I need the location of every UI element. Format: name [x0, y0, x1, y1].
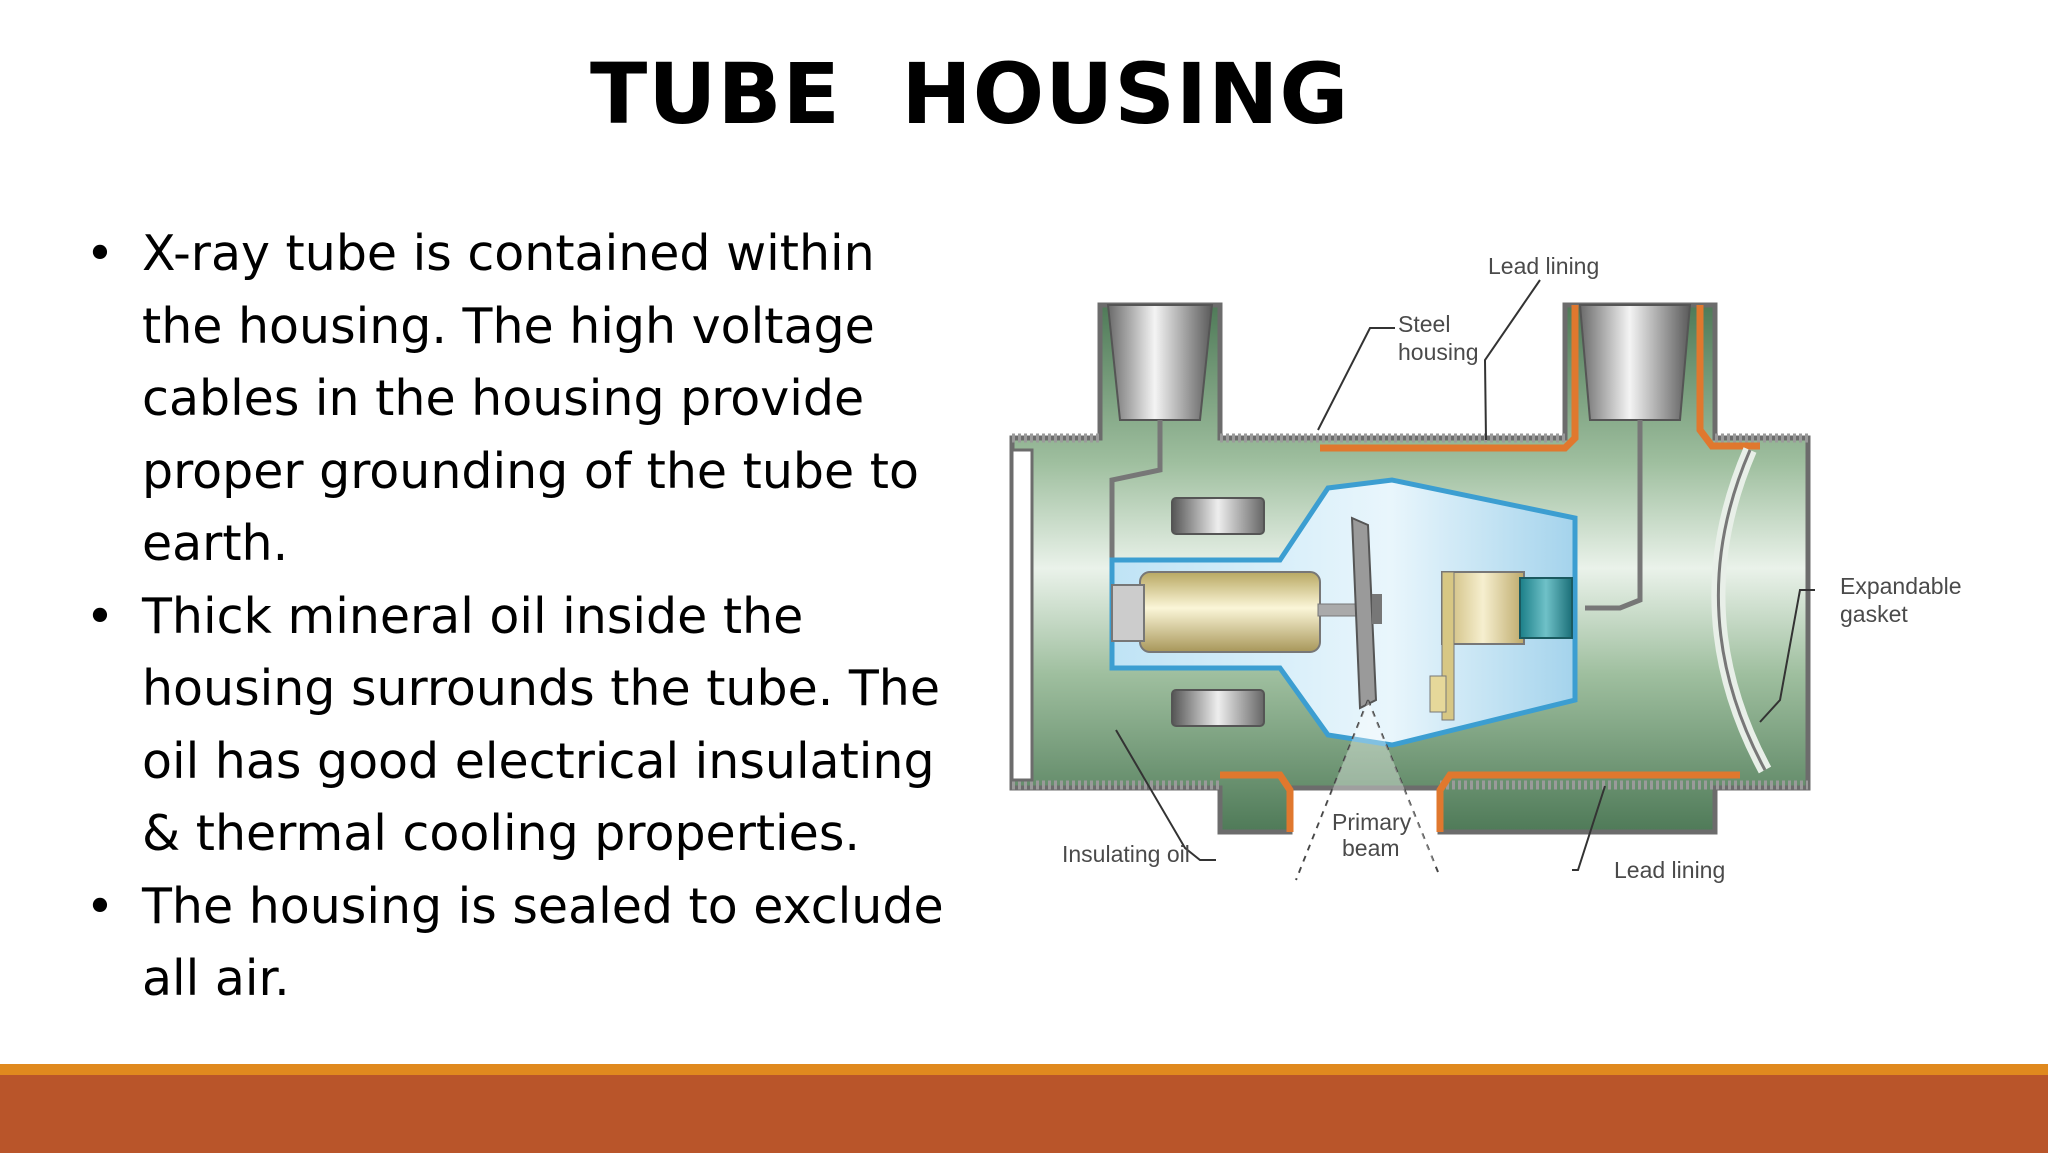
bullet-item: • X-ray tube is contained within the hous… — [80, 218, 960, 581]
bullet-dot-icon: • — [85, 587, 115, 645]
stator-bottom — [1171, 689, 1265, 727]
label-expandable-gasket-line2: gasket — [1840, 601, 1908, 627]
label-steel-housing-line1: Steel — [1398, 311, 1450, 337]
label-primary-beam-line1: Primary — [1332, 809, 1412, 835]
bullet-text: Thick mineral oil inside the housing sur… — [142, 587, 940, 863]
left-cable-socket — [1106, 304, 1214, 421]
bullet-dot-icon: • — [85, 225, 115, 282]
label-expandable-gasket-line1: Expandable — [1840, 573, 1962, 599]
bullet-item: • Thick mineral oil inside the housing su… — [80, 581, 960, 871]
label-primary-beam-line2: beam — [1342, 835, 1400, 861]
cathode-wire — [1109, 420, 1163, 600]
right-cable-socket — [1578, 304, 1692, 421]
leader-lines — [1115, 279, 1815, 871]
bullet-text: The housing is sealed to exclude all air… — [142, 877, 944, 1008]
slide-title: TUBE HOUSING — [590, 45, 1350, 143]
bullet-list: • X-ray tube is contained within the hous… — [80, 218, 960, 1016]
bullet-item: • The housing is sealed to exclude all ai… — [80, 871, 960, 1016]
label-lead-lining-bottom: Lead lining — [1614, 857, 1725, 883]
bullet-dot-icon: • — [85, 877, 115, 935]
footer-accent-stripe — [0, 1064, 2048, 1075]
label-lead-lining-top: Lead lining — [1488, 253, 1599, 279]
cathode-assembly — [1139, 571, 1321, 653]
rotating-anode-disk — [1350, 516, 1378, 710]
anode-wire — [1585, 420, 1643, 611]
stator-top — [1171, 497, 1265, 535]
primary-beam — [1295, 699, 1439, 881]
lead-lining — [1220, 305, 1760, 832]
bullet-text: X-ray tube is contained within the housi… — [142, 225, 919, 572]
anode-stem — [1519, 577, 1573, 639]
label-steel-housing-line2: housing — [1398, 339, 1479, 365]
footer-bar — [0, 1075, 2048, 1153]
label-insulating-oil: Insulating oil — [1062, 841, 1190, 867]
